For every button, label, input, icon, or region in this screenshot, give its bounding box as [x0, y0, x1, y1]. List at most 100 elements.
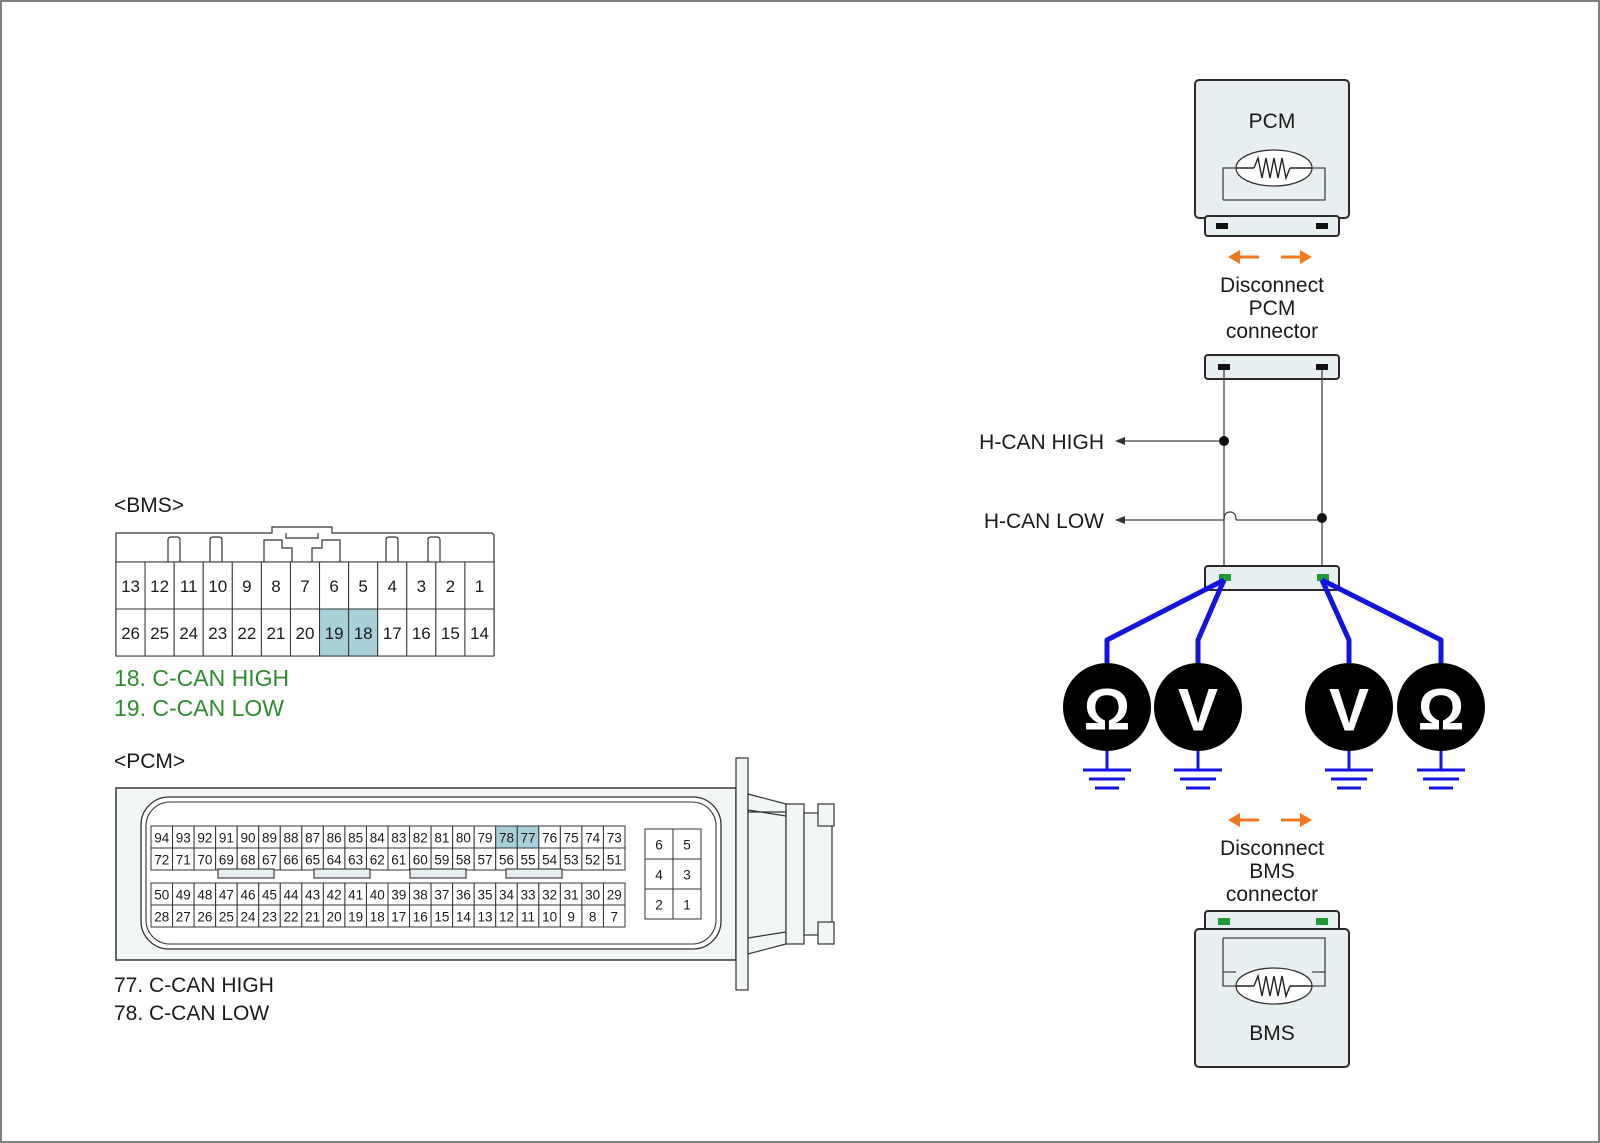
ohmmeter-icon: Ω [1084, 678, 1131, 743]
disconnect-bms-line3: connector [1226, 883, 1318, 906]
pcm-module-label: PCM [1249, 110, 1296, 133]
pin-number: 21 [305, 910, 320, 925]
pin-number: 66 [284, 853, 299, 868]
pin-number: 22 [237, 624, 256, 643]
pin-number: 58 [456, 853, 471, 868]
pcm-connector-title: <PCM> [114, 750, 185, 773]
pin-number: 25 [150, 624, 169, 643]
pin-number: 21 [266, 624, 285, 643]
pin-number: 20 [296, 624, 315, 643]
disconnect-bms-arrows-icon [1228, 813, 1312, 827]
voltmeter-right: V [1305, 663, 1393, 751]
pin-number: 89 [262, 831, 277, 846]
pin-number: 32 [542, 888, 557, 903]
disconnect-bms-line1: Disconnect [1220, 837, 1324, 860]
bms-module: BMS [1194, 910, 1350, 1068]
pin-cell [173, 608, 204, 657]
pin-number: 13 [121, 577, 140, 596]
probe-terminal-high [1219, 574, 1231, 581]
pin-number: 77 [521, 831, 536, 846]
h-can-low-label: H-CAN LOW [984, 510, 1104, 533]
disconnect-pcm-line1: Disconnect [1220, 274, 1324, 297]
pin-number: 70 [197, 853, 212, 868]
pin-number: 79 [477, 831, 492, 846]
pin-cell [644, 888, 674, 920]
pin-number: 80 [456, 831, 471, 846]
pin-cell [406, 561, 437, 610]
pcm-terminal-left [1216, 223, 1228, 229]
pin-number: 12 [150, 577, 169, 596]
pin-number: 33 [521, 888, 536, 903]
ohmmeter-left: Ω [1063, 663, 1151, 751]
pin-number: 61 [391, 853, 406, 868]
pin-cell [644, 858, 674, 890]
pin-number: 59 [434, 853, 449, 868]
pin-number: 67 [262, 853, 277, 868]
pin-number: 64 [327, 853, 343, 868]
pin-number: 93 [176, 831, 191, 846]
pin-number: 15 [434, 910, 449, 925]
pin-number: 25 [219, 910, 234, 925]
pin-number: 2 [655, 898, 663, 913]
pin-number: 1 [475, 577, 484, 596]
pin-cell [144, 608, 175, 657]
pin-number: 10 [542, 910, 557, 925]
pin-number: 72 [154, 853, 169, 868]
pin-number: 28 [154, 910, 169, 925]
pin-number: 42 [327, 888, 342, 903]
pin-number: 12 [499, 910, 514, 925]
pin-number: 24 [240, 910, 256, 925]
pin-cell [260, 608, 291, 657]
pin-cell [377, 608, 408, 657]
pin-number: 19 [325, 624, 344, 643]
pin-number: 8 [271, 577, 280, 596]
circuit-diagram: PCM Disconnect PCM connector [979, 79, 1485, 1068]
pin-number: 23 [262, 910, 277, 925]
pin-number: 11 [180, 577, 198, 596]
pin-cell [319, 561, 350, 610]
pin-number: 36 [456, 888, 471, 903]
pin-number: 50 [154, 888, 169, 903]
pin-number: 55 [521, 853, 536, 868]
pin-number: 83 [391, 831, 406, 846]
voltmeter-left: V [1154, 663, 1242, 751]
pin-number: 9 [567, 910, 575, 925]
pin-number: 94 [154, 831, 170, 846]
resistor-icon [1236, 155, 1312, 181]
pin-number: 37 [434, 888, 449, 903]
pin-number: 78 [499, 831, 514, 846]
pin-number: 24 [179, 624, 198, 643]
pin-cell [260, 561, 291, 610]
pin-number: 23 [208, 624, 227, 643]
voltmeter-icon: V [1329, 677, 1369, 744]
disconnect-pcm-arrows-icon [1228, 250, 1312, 264]
pin-number: 30 [585, 888, 600, 903]
pin-number: 35 [477, 888, 492, 903]
pin-number: 20 [327, 910, 342, 925]
pin-number: 75 [564, 831, 579, 846]
probe-terminal-low [1317, 574, 1329, 581]
pin-number: 68 [240, 853, 255, 868]
pin-number: 52 [585, 853, 600, 868]
pin-number: 14 [456, 910, 472, 925]
pin-number: 90 [240, 831, 255, 846]
pin-number: 17 [391, 910, 406, 925]
pin-number: 7 [610, 910, 618, 925]
pin-number: 18 [370, 910, 385, 925]
pin-number: 86 [327, 831, 342, 846]
pin-cell [435, 608, 466, 657]
pin-number: 5 [358, 577, 367, 596]
pin-number: 34 [499, 888, 515, 903]
pin-number: 26 [197, 910, 212, 925]
resistor-icon [1236, 973, 1312, 999]
pin-number: 7 [300, 577, 309, 596]
pin-number: 9 [242, 577, 251, 596]
pcm-connector-plug [735, 757, 835, 991]
pin-number: 57 [477, 853, 492, 868]
pin-number: 92 [197, 831, 212, 846]
pin-cell [672, 888, 702, 920]
pin-number: 71 [176, 853, 191, 868]
pin-cell [231, 608, 262, 657]
pin-number: 41 [348, 888, 363, 903]
